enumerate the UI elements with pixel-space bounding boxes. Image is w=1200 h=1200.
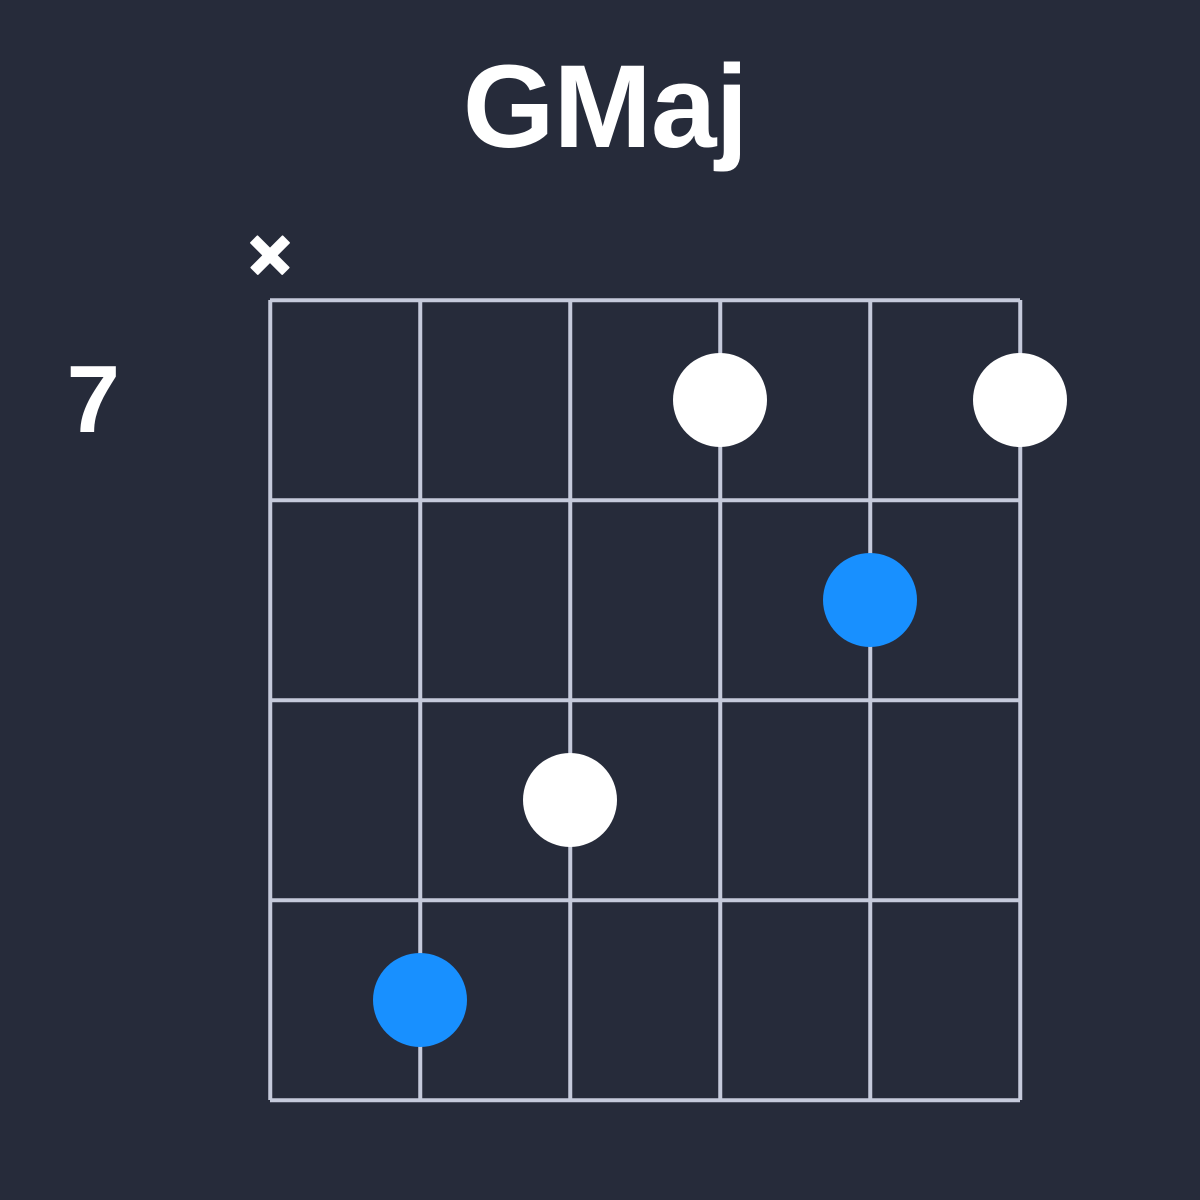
fretboard-grid: [250, 235, 1067, 1102]
chord-title: GMaj: [462, 41, 749, 173]
finger-dot-string5-fret2: [823, 553, 917, 647]
fret-line-0: [270, 298, 1020, 302]
string-line-6: [1018, 300, 1022, 1100]
starting-fret-number: 7: [66, 346, 120, 453]
muted-string-marker: [243, 228, 297, 282]
fret-line-1: [270, 498, 1020, 502]
fret-line-3: [270, 898, 1020, 902]
finger-dot-string4-fret1: [673, 353, 767, 447]
fret-line-2: [270, 698, 1020, 702]
fret-line-4: [270, 1098, 1020, 1102]
finger-dot-string3-fret3: [523, 753, 617, 847]
finger-dot-string2-fret4: [373, 953, 467, 1047]
finger-dot-string6-fret1: [973, 353, 1067, 447]
